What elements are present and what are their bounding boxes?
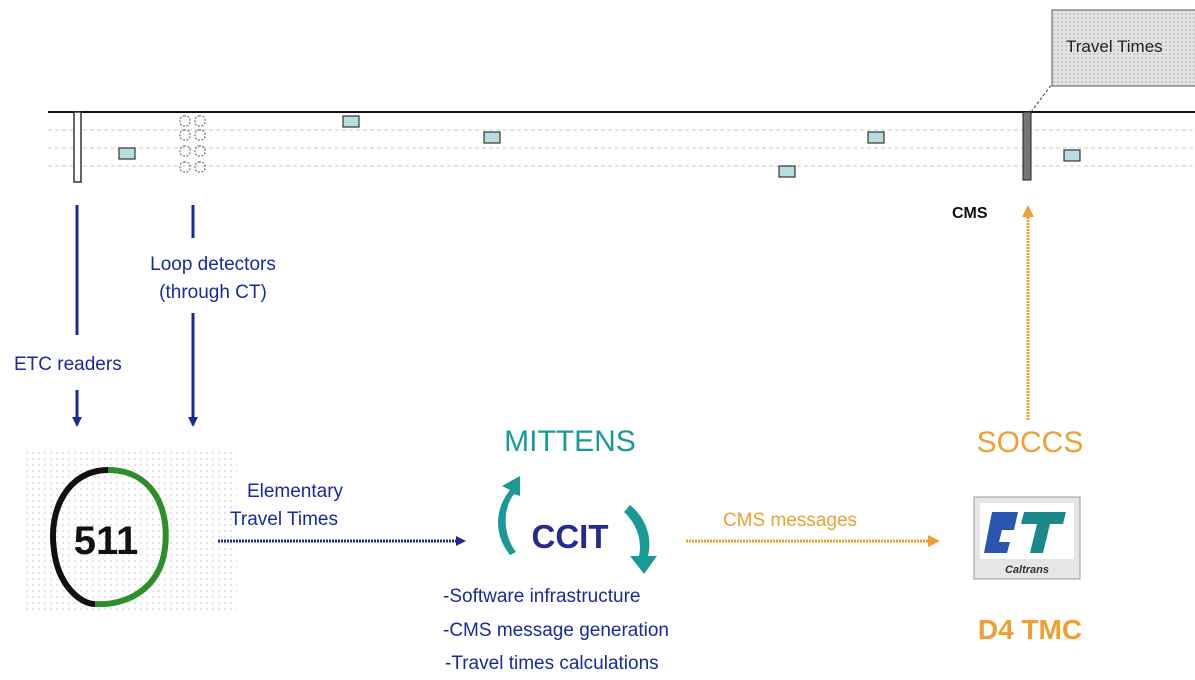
travel-times-sign-text: Travel Times: [1066, 37, 1163, 56]
soccs-title: SOCCS: [977, 426, 1084, 459]
vehicle-icon: [778, 165, 796, 178]
travel-times-sign: [1051, 9, 1195, 87]
d4-tmc-label: D4 TMC: [978, 614, 1082, 645]
ccit-cycle-right-arrow-icon: [624, 505, 657, 574]
ccit-label: CCIT: [532, 518, 609, 555]
vehicle-icon: [1063, 149, 1081, 162]
loop-detectors-icon: [179, 115, 206, 173]
mittens-bullet-3: -Travel times calculations: [445, 653, 659, 674]
elementary-label-line1: Elementary: [247, 481, 344, 502]
cms-post: [1022, 111, 1032, 181]
etc-readers-label: ETC readers: [14, 354, 122, 375]
cms-sign-connector: [1030, 83, 1053, 113]
mittens-bullet-1: -Software infrastructure: [443, 586, 640, 607]
caltrans-logo: Caltrans: [973, 496, 1081, 580]
ccit-cycle-left-arrow-icon: [498, 476, 520, 555]
logo-511-text: 511: [74, 519, 139, 563]
cms-label: CMS: [952, 205, 988, 222]
mittens-bullet-2: -CMS message generation: [443, 620, 669, 641]
freeway: [48, 111, 1195, 167]
vehicle-icon: [118, 147, 136, 160]
cms-messages-label: CMS messages: [723, 510, 857, 531]
elementary-label-line2: Travel Times: [230, 509, 338, 530]
vehicles: [118, 115, 1081, 178]
mittens-title: MITTENS: [504, 425, 636, 458]
loop-detectors-label-line1: Loop detectors: [150, 254, 276, 275]
etc-reader-post: [73, 111, 82, 183]
vehicle-icon: [342, 115, 360, 128]
vehicle-icon: [867, 131, 885, 144]
caltrans-logo-text: Caltrans: [1005, 564, 1049, 576]
loop-detectors-label-line2: (through CT): [159, 282, 267, 303]
vehicle-icon: [483, 131, 501, 144]
logo-511: 511: [22, 452, 237, 612]
